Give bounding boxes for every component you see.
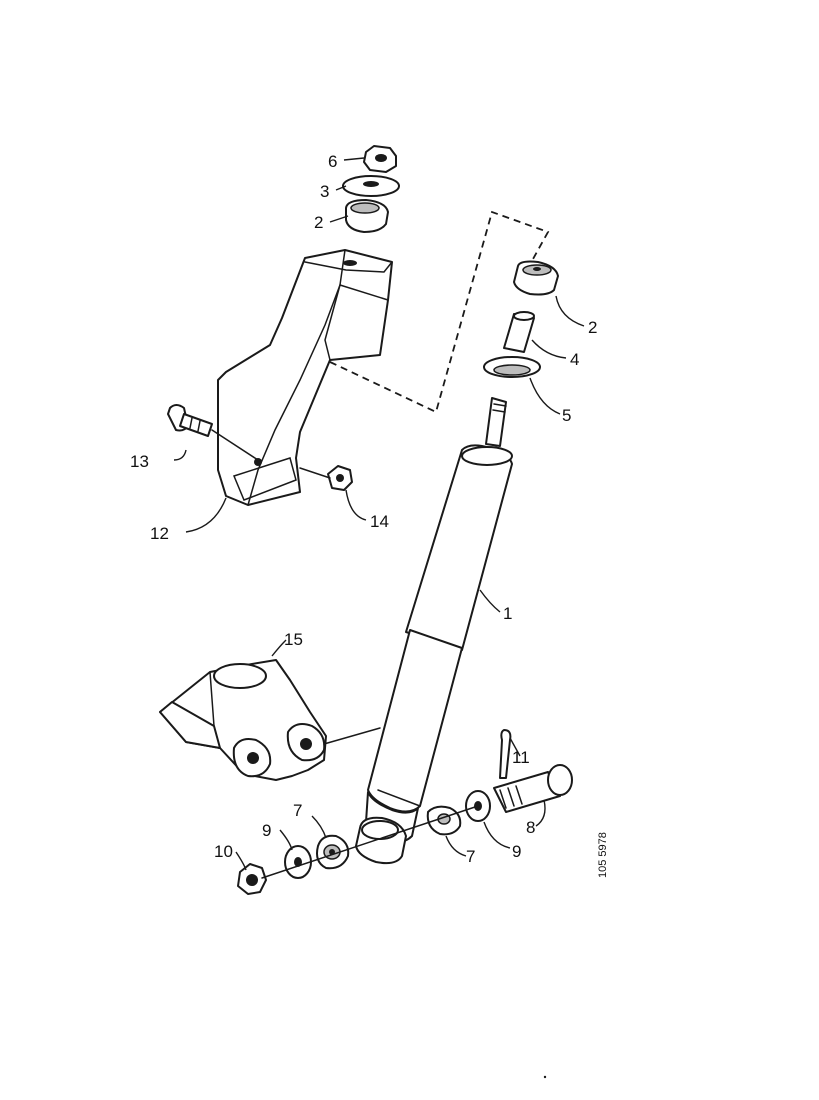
callout-11: 11: [512, 748, 530, 767]
callout-14: 14: [370, 512, 389, 531]
nut-axis-line: [299, 467, 331, 479]
left-bushing-7: [316, 834, 350, 870]
nut-10: [237, 863, 267, 895]
callout-2-right: 2: [588, 318, 597, 337]
cup-washer-5: [483, 356, 541, 378]
right-bushing-7: [426, 805, 462, 836]
callout-13: 13: [130, 452, 149, 471]
right-bushing-2: [513, 260, 559, 296]
callout-15: 15: [284, 630, 303, 649]
bracket-to-shock-line: [323, 727, 381, 745]
bolt-13: [167, 404, 213, 437]
callout-10: 10: [214, 842, 233, 861]
shock-absorber: [365, 397, 513, 844]
callout-1: 1: [503, 604, 512, 623]
callout-7-right: 7: [466, 847, 475, 866]
callout-3: 3: [320, 182, 329, 201]
axle-bracket: [159, 659, 327, 781]
scan-speck: [543, 1075, 547, 1079]
reference-code: 105 5978: [597, 832, 609, 878]
nut-14: [327, 465, 353, 491]
callout-9-left: 9: [262, 821, 271, 840]
assembly-path-line: [329, 210, 550, 414]
callout-12: 12: [150, 524, 169, 543]
top-washer-3: [342, 175, 400, 197]
lower-axis-line: [261, 805, 479, 879]
callout-6: 6: [328, 152, 337, 171]
left-washer-9: [284, 845, 312, 879]
callout-5: 5: [562, 406, 571, 425]
bolt-8: [493, 764, 573, 813]
lower-eye-bushing: [355, 816, 407, 865]
callout-9-right: 9: [512, 842, 521, 861]
bolt-axis-line: [211, 429, 259, 461]
spacer-sleeve-4: [503, 311, 535, 353]
callout-7-left: 7: [293, 801, 302, 820]
callout-4: 4: [570, 350, 579, 369]
callout-8: 8: [526, 818, 535, 837]
top-bushing-2: [345, 199, 389, 233]
mounting-bracket: [217, 249, 393, 506]
leader-lines: [173, 157, 585, 871]
callout-2-top: 2: [314, 213, 323, 232]
cotter-pin-11: [499, 729, 512, 779]
top-nut-6: [363, 145, 397, 173]
